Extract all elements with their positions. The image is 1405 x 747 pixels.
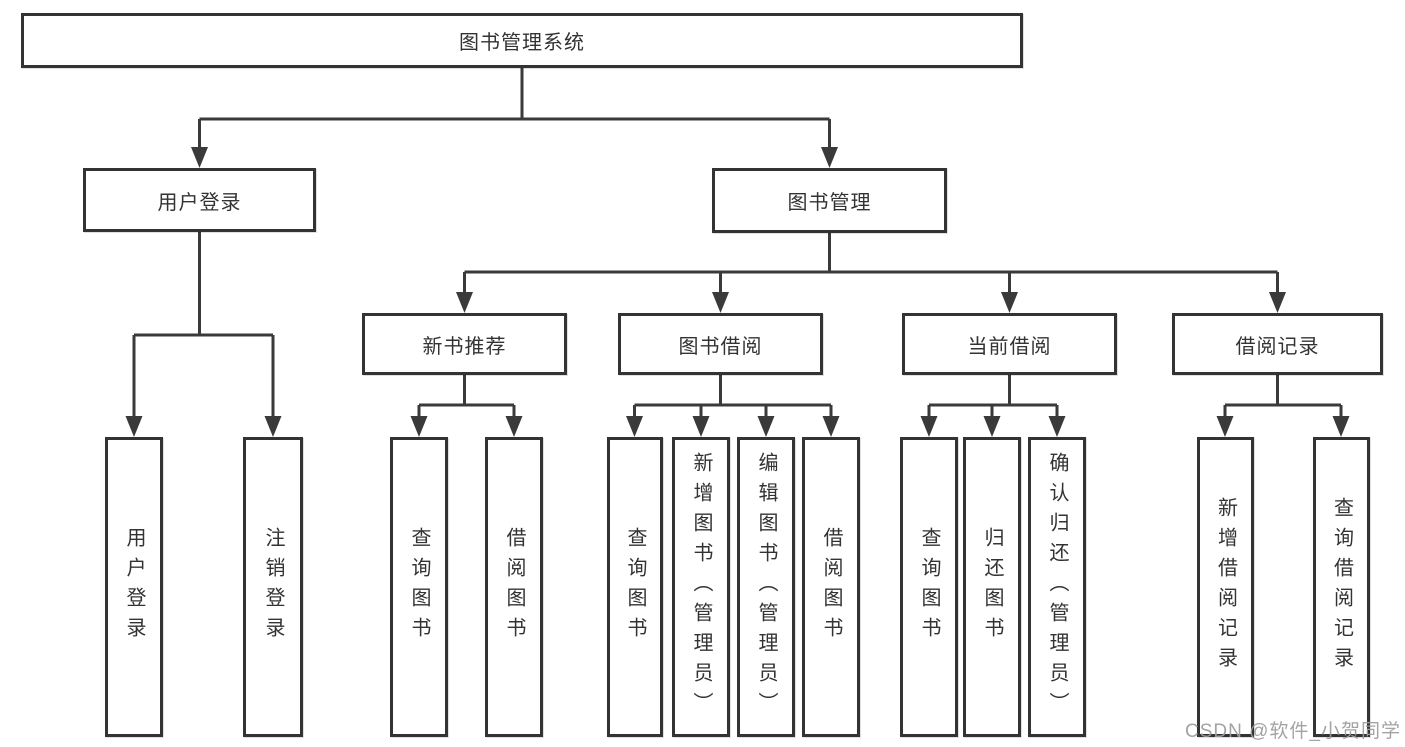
node-leaf-confirm-return-admin: 确认归还（管理员） — [1028, 437, 1086, 737]
node-leaf-return-books: 归还图书 — [963, 437, 1021, 737]
node-leaf-logout: 注销登录 — [243, 437, 303, 737]
leaf-label: 注销登录 — [262, 527, 284, 647]
node-library-system: 图书管理系统 — [21, 13, 1023, 68]
leaf-label: 借阅图书 — [820, 527, 842, 647]
node-leaf-user-login: 用户登录 — [105, 437, 163, 737]
node-user-login: 用户登录 — [83, 168, 316, 232]
leaf-label: 借阅图书 — [503, 527, 525, 647]
leaf-label: 查询图书 — [918, 527, 940, 647]
node-borrow-records: 借阅记录 — [1172, 313, 1383, 375]
node-current-borrow: 当前借阅 — [902, 313, 1117, 375]
node-leaf-borrow-books: 借阅图书 — [802, 437, 860, 737]
node-leaf-edit-books-admin: 编辑图书（管理员） — [737, 437, 795, 737]
leaf-label: 查询借阅记录 — [1330, 497, 1353, 677]
leaf-label: 新增借阅记录 — [1214, 497, 1237, 677]
leaf-label: 归还图书 — [981, 527, 1003, 647]
node-new-book-recommend: 新书推荐 — [362, 313, 567, 375]
leaf-label: 新增图书（管理员） — [690, 452, 712, 722]
node-leaf-borrow-books-recommend: 借阅图书 — [485, 437, 543, 737]
node-book-borrow: 图书借阅 — [618, 313, 823, 375]
leaf-label: 查询图书 — [624, 527, 646, 647]
leaf-label: 用户登录 — [123, 527, 145, 647]
node-leaf-add-books-admin: 新增图书（管理员） — [672, 437, 730, 737]
leaf-label: 编辑图书（管理员） — [755, 452, 777, 722]
node-book-management: 图书管理 — [712, 168, 947, 233]
node-leaf-query-books-current: 查询图书 — [900, 437, 958, 737]
csdn-watermark: CSDN @软件_小贺同学 — [1185, 721, 1401, 742]
node-leaf-query-books-recommend: 查询图书 — [390, 437, 448, 737]
leaf-label: 查询图书 — [408, 527, 430, 647]
node-leaf-query-books-borrow: 查询图书 — [607, 437, 663, 737]
node-leaf-query-borrow-record: 查询借阅记录 — [1313, 437, 1370, 737]
leaf-label: 确认归还（管理员） — [1046, 452, 1068, 722]
node-leaf-add-borrow-record: 新增借阅记录 — [1197, 437, 1254, 737]
